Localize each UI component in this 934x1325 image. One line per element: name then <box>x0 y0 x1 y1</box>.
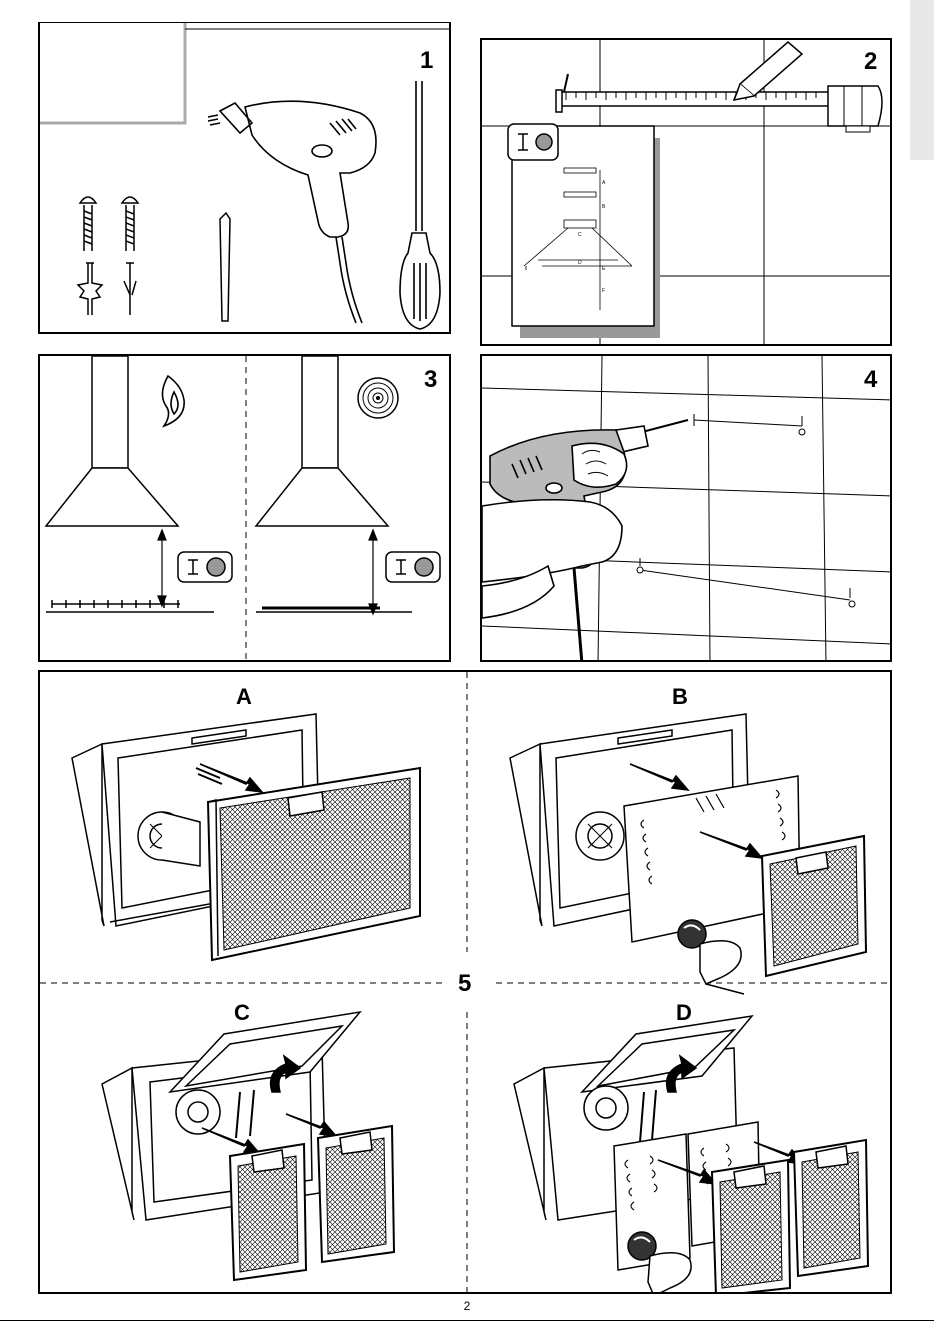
filter-letter-b: B <box>672 686 688 708</box>
step4-illustration <box>482 356 892 662</box>
filter-step-d <box>514 1016 868 1294</box>
step-number-4: 4 <box>864 368 877 392</box>
grease-filter-icon <box>712 1160 790 1294</box>
drill-icon <box>208 101 376 323</box>
svg-text:F: F <box>602 288 605 294</box>
screw-icon <box>80 197 138 251</box>
filter-step-b <box>510 714 866 994</box>
panel-step-1: 1 <box>38 22 451 334</box>
step-number-3: 3 <box>424 368 437 392</box>
step-number-5: 5 <box>458 972 471 996</box>
filter-letter-d: D <box>676 1002 692 1024</box>
filter-letter-a: A <box>236 686 252 708</box>
gas-hob <box>46 600 214 612</box>
gas-flame-icon <box>162 376 184 426</box>
panel-step-4: 4 <box>480 354 892 662</box>
step3-illustration <box>40 356 451 662</box>
step-number-1: 1 <box>420 49 433 73</box>
grease-filter-icon <box>230 1144 306 1280</box>
grease-filter-icon <box>318 1126 394 1262</box>
step-number-2: 2 <box>864 50 877 74</box>
electric-hob <box>256 608 412 612</box>
wall-plug-icon <box>78 263 136 315</box>
grease-filter-icon <box>794 1140 868 1276</box>
grease-filter-icon <box>208 768 420 960</box>
hood-gas <box>46 356 178 526</box>
panel-step-3: 3 <box>38 354 451 662</box>
step2-illustration: A B C D E F <box>482 40 892 346</box>
filter-letter-c: C <box>234 1002 250 1024</box>
electric-hotplate-icon <box>358 378 398 418</box>
page-number: 2 <box>0 1299 934 1313</box>
measure-symbol-icon <box>508 124 558 160</box>
hood-electric <box>256 356 388 526</box>
panel-step-5: A B C D 5 <box>38 670 892 1294</box>
filter-step-a <box>72 714 420 960</box>
page-edge-tab <box>910 0 934 160</box>
measure-symbol-icon <box>178 552 440 582</box>
grease-filter-icon <box>762 836 866 976</box>
screwdriver-icon <box>400 81 440 329</box>
svg-text:D: D <box>578 260 582 266</box>
panel-step-2: A B C D E F 2 <box>480 38 892 346</box>
filter-step-c <box>102 1012 394 1280</box>
pin-icon <box>220 213 230 321</box>
svg-text:C: C <box>578 232 582 238</box>
tape-measure-icon <box>556 74 882 132</box>
drilling-hands-icon <box>482 420 688 662</box>
bottom-rule <box>0 1320 934 1321</box>
step1-illustration <box>40 23 451 334</box>
